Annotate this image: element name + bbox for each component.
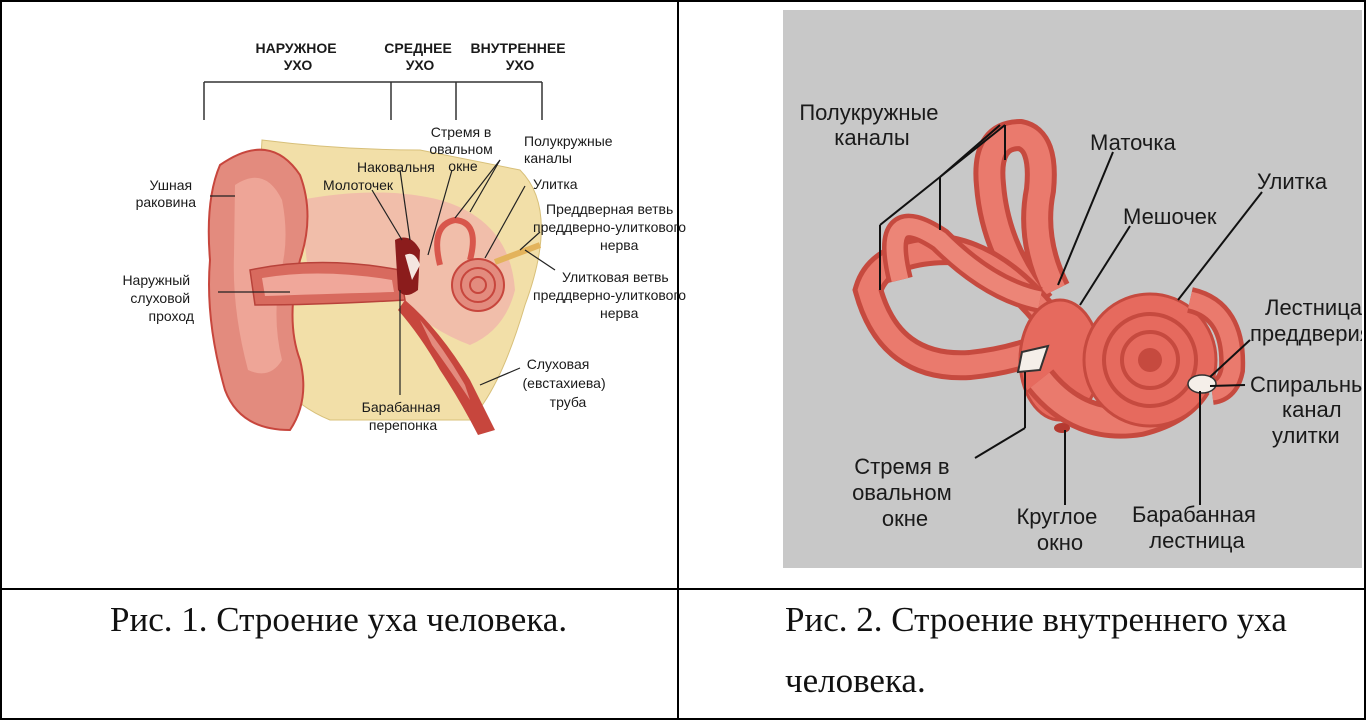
label-eustachian-tube: Слуховая (евстахиева) труба: [523, 356, 610, 410]
label-utricle: Маточка: [1090, 130, 1176, 155]
label-incus: Наковальня: [357, 159, 435, 175]
label-semicircular-canals: Полукружные каналы: [524, 133, 616, 166]
header-middle-ear: СРЕДНЕЕ УХО: [384, 40, 455, 73]
label-malleus: Молоточек: [323, 177, 394, 193]
header-outer-ear: НАРУЖНОЕ УХО: [256, 40, 341, 73]
figure-2-inner-ear: Полукружные каналы Маточка Мешочек Улитк…: [783, 10, 1366, 568]
label-saccule: Мешочек: [1123, 204, 1217, 229]
caption-figure-2-line-2: человека.: [785, 661, 926, 700]
figure-1-ear-structure: НАРУЖНОЕ УХО СРЕДНЕЕ УХО ВНУТРЕННЕЕ УХО: [122, 40, 689, 435]
region-brackets: [204, 82, 542, 120]
label-cochlea-2: Улитка: [1257, 169, 1328, 194]
label-ear-canal: Наружный слуховой проход: [122, 272, 194, 324]
label-cochlea: Улитка: [533, 176, 578, 192]
header-inner-ear: ВНУТРЕННЕЕ УХО: [471, 40, 570, 73]
label-vestibular-branch: Преддверная ветвь преддверно-улиткового …: [533, 201, 690, 253]
caption-figure-1: Рис. 1. Строение уха человека.: [110, 600, 567, 639]
caption-figure-2-line-1: Рис. 2. Строение внутреннего уха: [785, 600, 1287, 639]
label-scala-tympani: Барабанная лестница: [1132, 502, 1262, 553]
label-scala-vestibuli: Лестница преддверия: [1250, 295, 1366, 346]
label-cochlear-branch: Улитковая ветвь преддверно-улиткового не…: [533, 269, 690, 321]
label-auricle: Ушная раковина: [136, 177, 197, 210]
